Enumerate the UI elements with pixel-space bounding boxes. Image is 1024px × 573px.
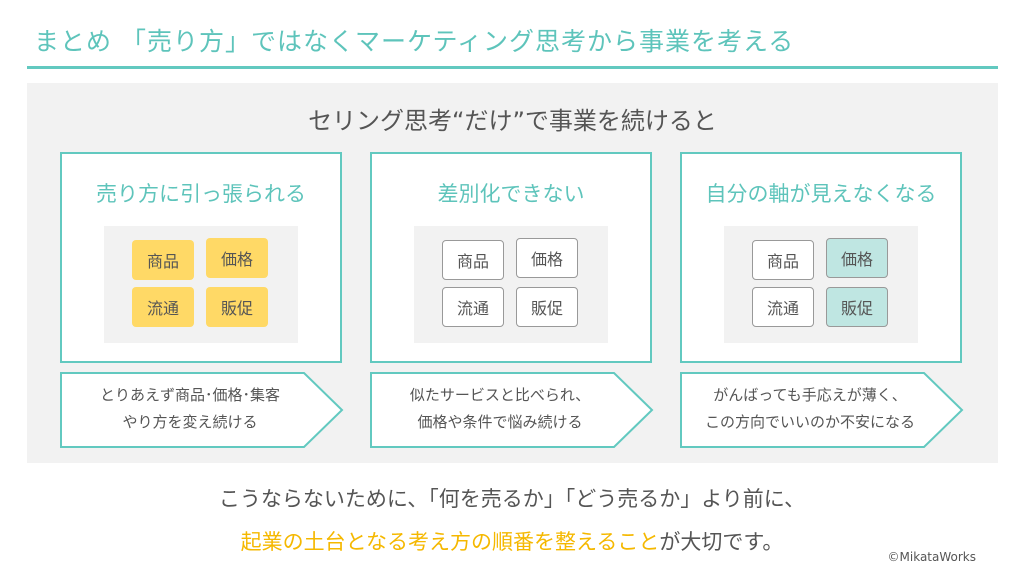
chip: 商品 <box>752 240 814 280</box>
chip: 流通 <box>752 287 814 327</box>
result-arrow: とりあえず商品･価格･集客やり方を変え続ける <box>60 372 344 448</box>
arrow-shape <box>370 372 654 448</box>
conclusion-rest: が大切です。 <box>659 530 784 554</box>
column-box: 自分の軸が見えなくなる 商品価格流通販促 <box>680 152 962 363</box>
result-arrow: 似たサービスと比べられ、価格や条件で悩み続ける <box>370 372 654 448</box>
chip: 価格 <box>516 238 578 278</box>
conclusion-line-1: こうならないために、「何を売るか」「どう売るか」より前に、 <box>218 487 806 511</box>
arrow-shape <box>680 372 964 448</box>
result-line-1: とりあえず商品･価格･集客 <box>99 386 280 404</box>
result-text: がんばっても手応えが薄く、この方向でいいのか不安になる <box>680 382 940 436</box>
chip-grid: 商品価格流通販促 <box>414 226 608 343</box>
column-heading: 自分の軸が見えなくなる <box>705 182 937 206</box>
chip: 流通 <box>442 287 504 327</box>
chip: 販促 <box>516 287 578 327</box>
chip: 商品 <box>442 240 504 280</box>
result-line-2: 価格や条件で悩み続ける <box>417 413 583 431</box>
chip: 価格 <box>206 238 268 278</box>
result-arrow: がんばっても手応えが薄く、この方向でいいのか不安になる <box>680 372 964 448</box>
result-line-2: やり方を変え続ける <box>122 413 258 431</box>
column-heading: 売り方に引っ張られる <box>96 182 306 206</box>
chip-grid: 商品価格流通販促 <box>104 226 298 343</box>
conclusion-highlight: 起業の土台となる考え方の順番を整えること <box>240 530 660 554</box>
result-line-1: がんばっても手応えが薄く、 <box>713 386 907 404</box>
conclusion-line-2: 起業の土台となる考え方の順番を整えることが大切です。 <box>0 526 1024 556</box>
title-underline <box>27 66 998 69</box>
column-box: 差別化できない 商品価格流通販促 <box>370 152 652 363</box>
chip: 販促 <box>826 287 888 327</box>
copyright: ©MikataWorks <box>887 550 976 564</box>
panel-subtitle: セリング思考“だけ”で事業を続けると <box>308 107 717 135</box>
column-heading: 差別化できない <box>437 182 585 206</box>
chip: 販促 <box>206 287 268 327</box>
column-box: 売り方に引っ張られる 商品価格流通販促 <box>60 152 342 363</box>
result-text: とりあえず商品･価格･集客やり方を変え続ける <box>60 382 320 436</box>
result-text: 似たサービスと比べられ、価格や条件で悩み続ける <box>370 382 630 436</box>
chip: 商品 <box>132 240 194 280</box>
chip-grid: 商品価格流通販促 <box>724 226 918 343</box>
chip: 流通 <box>132 287 194 327</box>
result-line-1: 似たサービスと比べられ、 <box>409 386 591 404</box>
slide-title: まとめ 「売り方」ではなくマーケティング思考から事業を考える <box>34 27 795 56</box>
result-line-2: この方向でいいのか不安になる <box>704 413 915 431</box>
chip: 価格 <box>826 238 888 278</box>
arrow-shape <box>60 372 344 448</box>
content-panel: セリング思考“だけ”で事業を続けると 売り方に引っ張られる 商品価格流通販促 と… <box>27 83 998 463</box>
